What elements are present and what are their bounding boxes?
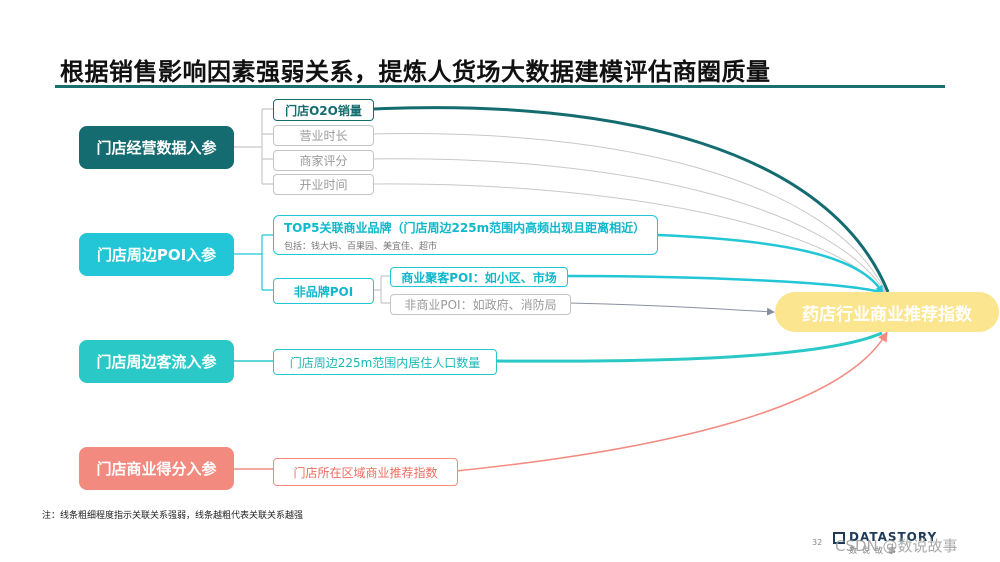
page-number: 32 — [812, 538, 823, 547]
page-title: 根据销售影响因素强弱关系，提炼人货场大数据建模评估商圈质量 — [60, 58, 771, 86]
factor-commercial-poi: 商业聚客POI：如小区、市场 — [390, 267, 568, 287]
curve-open — [371, 183, 885, 293]
factor-non-commercial-poi: 非商业POI：如政府、消防局 — [390, 294, 571, 315]
csdn-watermark: CSDN @数说故事 — [835, 537, 958, 555]
factor-o2o-sales: 门店O2O销量 — [273, 99, 374, 121]
curve-hours — [371, 133, 887, 293]
factor-opening-time: 开业时间 — [273, 174, 374, 195]
category-ops-data: 门店经营数据入参 — [79, 126, 234, 169]
datastory-logo: DATASTORY 数说故事 — [833, 530, 941, 556]
bracket-poi-sub — [372, 275, 390, 304]
curve-population — [494, 331, 883, 363]
target-pharmacy-index: 药店行业商业推荐指数 — [775, 292, 999, 332]
logo-subtitle: 数说故事 — [849, 546, 901, 555]
category-business-score: 门店商业得分入参 — [79, 447, 234, 490]
factor-top5-brands: TOP5关联商业品牌（门店周边225m范围内高频出现且距离相近） 包括：钱大妈、… — [273, 215, 658, 255]
factor-area-business-index: 门店所在区域商业推荐指数 — [273, 458, 458, 486]
title-divider — [55, 85, 945, 88]
logo-wordmark: DATASTORY — [849, 530, 938, 544]
factor-merchant-rating: 商家评分 — [273, 150, 374, 171]
bracket-poi — [234, 234, 273, 291]
curve-top5 — [657, 233, 884, 294]
curve-non-commercial-poi — [568, 302, 775, 316]
factor-resident-population: 门店周边225m范围内居住人口数量 — [273, 349, 497, 375]
top5-title: TOP5关联商业品牌（门店周边225m范围内高频出现且距离相近） — [284, 220, 646, 235]
factor-non-brand-poi: 非品牌POI — [273, 278, 374, 304]
category-traffic: 门店周边客流入参 — [79, 340, 234, 383]
logo-mark-icon — [833, 532, 845, 544]
bracket-ops — [234, 108, 273, 185]
curve-area-index — [455, 331, 888, 472]
category-poi: 门店周边POI入参 — [79, 233, 234, 276]
top5-examples: 包括：钱大妈、百果园、美宜佳、超市 — [284, 241, 438, 252]
footnote: 注：线条粗细程度指示关联关系强弱，线条越粗代表关联关系越强 — [42, 511, 304, 521]
curve-commercial-poi — [565, 274, 881, 294]
curve-rating — [371, 158, 886, 293]
curve-o2o — [371, 106, 890, 293]
factor-business-hours: 营业时长 — [273, 125, 374, 146]
